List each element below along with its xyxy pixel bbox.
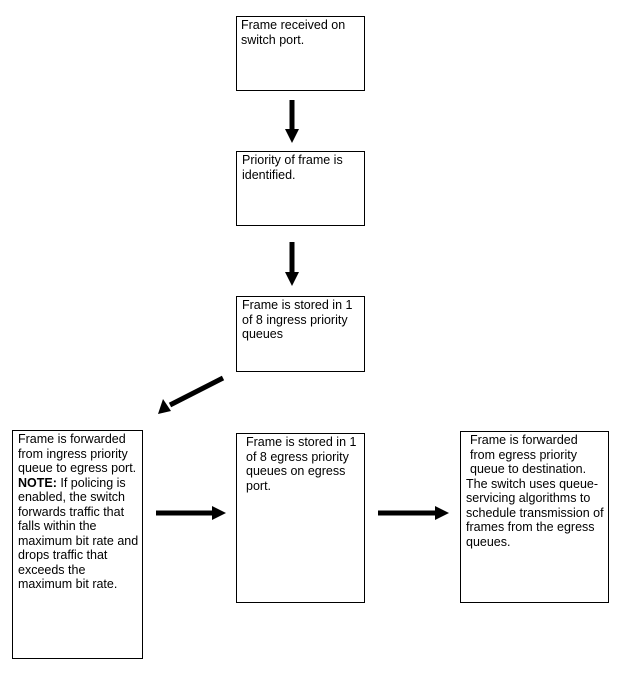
node-priority-identified: Priority of frame is identified. [236, 151, 365, 226]
arrow-head [212, 506, 226, 520]
node-egress-stored-text: Frame is stored in 1 of 8 egress priorit… [246, 435, 357, 493]
arrow-received-to-priority [285, 100, 299, 143]
node-forwarded-to-egress-note: NOTE: If policing is enabled, the switch… [18, 476, 139, 592]
node-frame-received-text: Frame received on switch port. [241, 18, 346, 47]
node-forwarded-to-destination-text: Frame is forwarded from egress priority … [470, 433, 587, 476]
arrow-shaft [168, 375, 225, 408]
node-forwarded-to-destination: Frame is forwarded from egress priority … [460, 431, 609, 603]
arrow-priority-to-ingress [285, 242, 299, 286]
note-label: NOTE: [18, 475, 57, 490]
arrow-egress-to-destination [378, 506, 449, 520]
node-ingress-stored: Frame is stored in 1 of 8 ingress priori… [236, 296, 365, 372]
node-forwarded-to-egress: Frame is forwarded from ingress priority… [12, 430, 143, 659]
note-text: If policing is enabled, the switch forwa… [18, 475, 139, 592]
arrow-head [285, 272, 299, 286]
arrow-ingress-to-forwarded [158, 375, 225, 414]
node-ingress-stored-text: Frame is stored in 1 of 8 ingress priori… [242, 298, 353, 341]
node-priority-identified-text: Priority of frame is identified. [242, 153, 343, 182]
arrow-head [285, 129, 299, 143]
node-forwarded-to-destination-detail: The switch uses queue-servicing algorith… [466, 476, 604, 549]
node-egress-stored: Frame is stored in 1 of 8 egress priorit… [236, 433, 365, 603]
arrow-forwarded-to-egress [156, 506, 226, 520]
node-frame-received: Frame received on switch port. [236, 16, 365, 91]
arrow-head [158, 399, 171, 414]
arrow-head [435, 506, 449, 520]
node-forwarded-to-egress-text: Frame is forwarded from ingress priority… [18, 432, 137, 475]
